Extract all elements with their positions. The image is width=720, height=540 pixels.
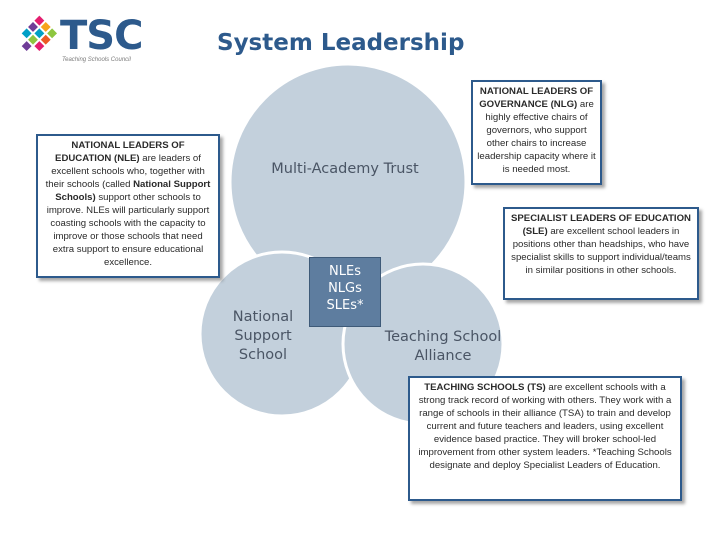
label-national-support-school: National Support School <box>222 308 304 365</box>
center-overlap-box <box>309 257 381 327</box>
nss-term: National Support Schools) <box>55 179 211 203</box>
label-multi-academy-trust: Multi-Academy Trust <box>271 161 419 177</box>
label-line: National <box>232 309 294 325</box>
center-label: NLEs <box>329 264 361 279</box>
nlg-term: NATIONAL LEADERS OF GOVERNANCE (NLG) <box>479 86 594 110</box>
tsc-logo-mark <box>21 15 58 52</box>
ts-text: are excellent schools with a strong trac… <box>418 382 672 471</box>
sle-text: are excellent school leaders in position… <box>511 226 691 276</box>
center-label: NLGs <box>328 281 362 296</box>
nle-text-b: support other schools to improve. NLEs w… <box>46 192 210 268</box>
nle-info-box: NATIONAL LEADERS OF EDUCATION (NLE) are … <box>36 134 220 278</box>
ts-term: TEACHING SCHOOLS (TS) <box>424 382 546 393</box>
logo-square <box>34 41 45 52</box>
logo-text: TSC <box>60 13 143 59</box>
label-line: Support <box>234 328 292 344</box>
sle-info-box: SPECIALIST LEADERS OF EDUCATION (SLE) ar… <box>503 207 699 300</box>
label-line: Alliance <box>414 348 472 364</box>
label-teaching-school-alliance: Teaching School Alliance <box>378 328 508 366</box>
page-title: System Leadership <box>217 30 465 56</box>
nle-term: NATIONAL LEADERS OF EDUCATION (NLE) <box>55 140 185 164</box>
center-overlap-labels: NLEs NLGs SLEs* <box>309 263 381 314</box>
logo-subtitle: Teaching Schools Council <box>62 57 131 63</box>
logo-square <box>21 41 32 52</box>
nlg-text: are highly effective chairs of governors… <box>477 99 596 175</box>
logo-square <box>21 28 32 39</box>
label-line: Teaching School <box>384 329 502 345</box>
nlg-info-box: NATIONAL LEADERS OF GOVERNANCE (NLG) are… <box>471 80 602 185</box>
label-line: School <box>238 347 288 363</box>
center-label: SLEs* <box>326 298 364 313</box>
nle-text-a: are leaders of excellent schools who, to… <box>45 153 205 190</box>
ts-info-box: TEACHING SCHOOLS (TS) are excellent scho… <box>408 376 682 501</box>
sle-term: SPECIALIST LEADERS OF EDUCATION (SLE) <box>511 213 691 237</box>
